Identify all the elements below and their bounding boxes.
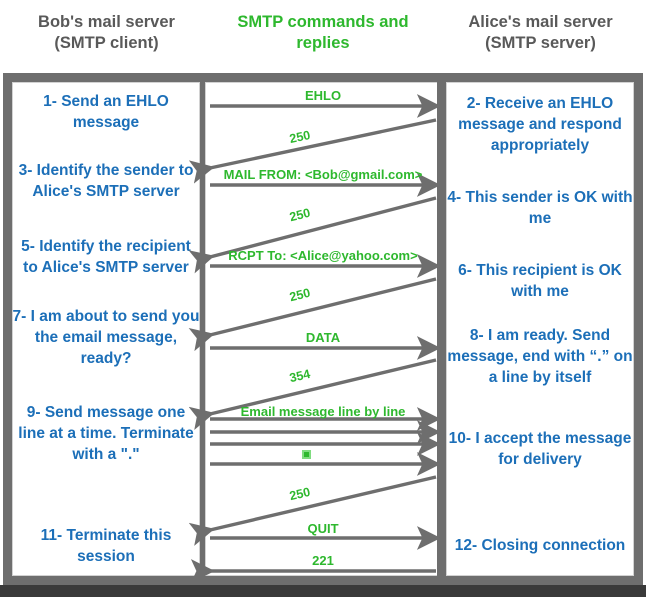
server-step-2: 2- Receive an EHLO message and respond a…	[458, 95, 622, 154]
server-panel	[437, 73, 643, 585]
label-rcpt-to: RCPT To: <Alice@yahoo.com>	[228, 248, 418, 263]
server-header-line1: Alice's mail server	[468, 13, 613, 31]
client-header-line2: (SMTP client)	[54, 34, 159, 52]
arrow-250-b	[188, 196, 437, 274]
middle-header-line1: SMTP commands and	[237, 13, 409, 31]
messages-panel	[205, 73, 441, 585]
label-mail-from: MAIL FROM: <Bob@gmail.com>	[223, 167, 423, 182]
middle-header-line2: replies	[296, 34, 350, 52]
server-step-6: 6- This recipient is OK with me	[458, 262, 622, 300]
client-step-11: 11- Terminate this session	[40, 527, 172, 565]
server-step-8: 8- I am ready. Send message, end with “.…	[447, 327, 633, 386]
server-panel-inner	[446, 82, 634, 576]
label-221: 221	[312, 553, 334, 568]
label-data: DATA	[305, 330, 341, 345]
server-step-10: 10- I accept the message for delivery	[448, 430, 632, 468]
client-step-5: 5- Identify the recipient to Alice's SMT…	[21, 238, 191, 276]
bottom-strip	[0, 585, 646, 597]
label-email-lines: Email message line by line	[240, 404, 406, 419]
label-ehlo: EHLO	[304, 88, 342, 103]
server-step-12: 12- Closing connection	[454, 537, 626, 554]
column-header-middle: SMTP commands and replies	[218, 12, 428, 54]
server-header-line2: (SMTP server)	[485, 34, 596, 52]
client-header-line1: Bob's mail server	[38, 13, 175, 31]
arrow-354	[188, 358, 437, 430]
client-step-9: 9- Send message one line at a time. Term…	[18, 404, 194, 463]
arrow-250-a	[188, 118, 437, 184]
column-header-client: Bob's mail server (SMTP client)	[4, 12, 209, 54]
arrow-250-d	[188, 475, 437, 546]
label-quit: QUIT	[307, 521, 339, 536]
client-step-3: 3- Identify the sender to Alice's SMTP s…	[18, 162, 194, 200]
column-header-server: Alice's mail server (SMTP server)	[438, 12, 643, 54]
arrow-250-c	[188, 277, 437, 352]
client-step-7: 7- I am about to send you the email mess…	[12, 308, 200, 367]
server-step-4: 4- This sender is OK with me	[447, 189, 633, 227]
client-step-1: 1- Send an EHLO message	[43, 93, 169, 131]
email-terminator-dot-icon	[302, 450, 311, 459]
